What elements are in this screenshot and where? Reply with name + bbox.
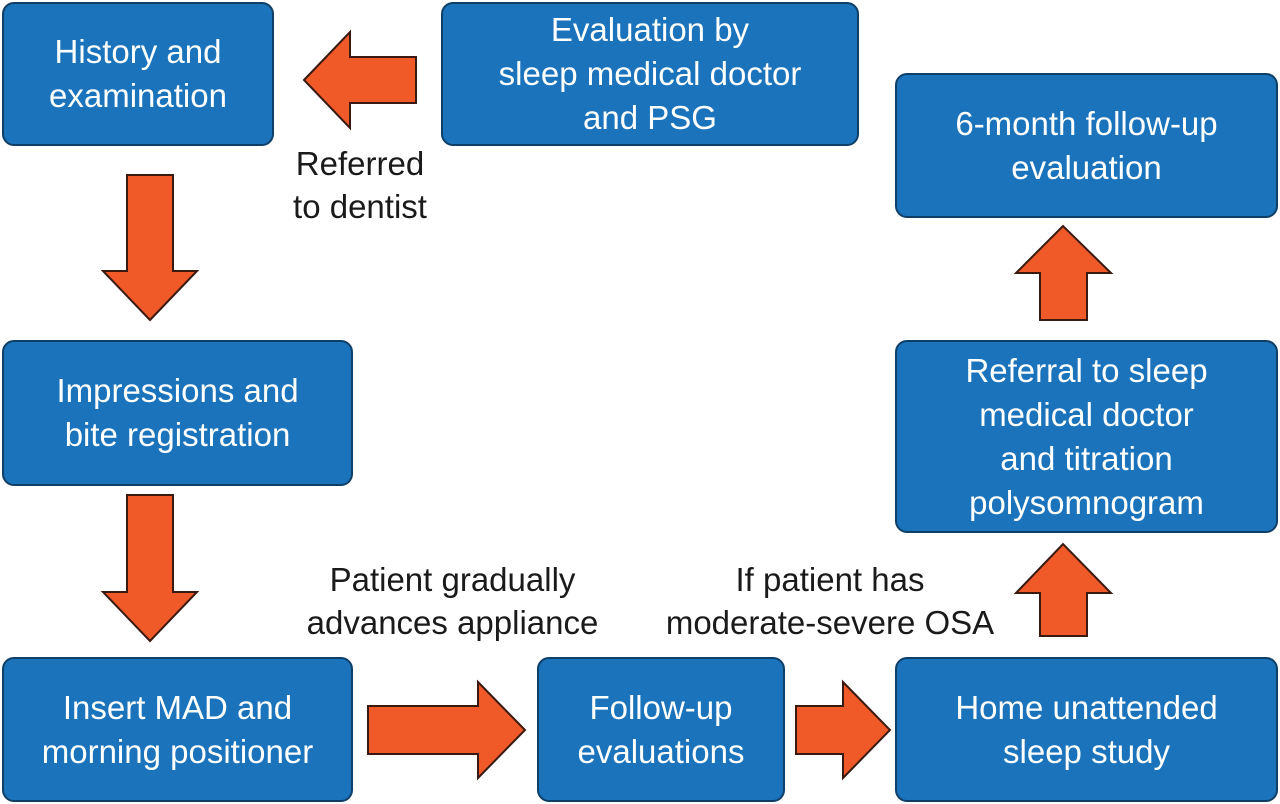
arrow-down-to-insert-mad bbox=[100, 494, 200, 643]
home-sleep-study-text: Home unattended sleep study bbox=[955, 688, 1218, 770]
referral-sleep-doctor-box: Referral to sleep medical doctor and tit… bbox=[895, 340, 1278, 533]
if-patient-osa-label: If patient has moderate-severe OSA bbox=[665, 561, 995, 641]
six-month-followup-text: 6-month follow-up evaluation bbox=[955, 104, 1218, 186]
arrow-left-to-history bbox=[302, 29, 417, 131]
insert-mad-text: Insert MAD and morning positioner bbox=[41, 688, 314, 770]
arrow-down-to-impressions bbox=[100, 174, 200, 322]
impressions-bite-box: Impressions and bite registration bbox=[2, 340, 353, 486]
referral-sleep-doctor-text: Referral to sleep medical doctor and tit… bbox=[965, 351, 1208, 521]
arrow-up-to-referral bbox=[1013, 542, 1114, 637]
history-examination-box: History and examination bbox=[2, 2, 274, 146]
referred-to-dentist-label: Referred to dentist bbox=[293, 145, 427, 225]
arrow-right-to-home-study bbox=[795, 679, 892, 781]
follow-up-evaluations-box: Follow-up evaluations bbox=[537, 657, 785, 802]
home-sleep-study-box: Home unattended sleep study bbox=[895, 657, 1278, 802]
impressions-bite-text: Impressions and bite registration bbox=[56, 372, 299, 453]
evaluation-sleep-doctor-text: Evaluation by sleep medical doctor and P… bbox=[498, 11, 802, 136]
insert-mad-box: Insert MAD and morning positioner bbox=[2, 657, 353, 802]
patient-advances-label: Patient gradually advances appliance bbox=[306, 561, 599, 641]
arrow-up-to-six-month bbox=[1013, 224, 1114, 321]
history-examination-text: History and examination bbox=[49, 33, 227, 114]
follow-up-evaluations-text: Follow-up evaluations bbox=[577, 688, 745, 770]
evaluation-sleep-doctor-box: Evaluation by sleep medical doctor and P… bbox=[441, 2, 859, 146]
arrow-right-to-follow-up bbox=[367, 679, 527, 781]
six-month-followup-box: 6-month follow-up evaluation bbox=[895, 73, 1278, 218]
